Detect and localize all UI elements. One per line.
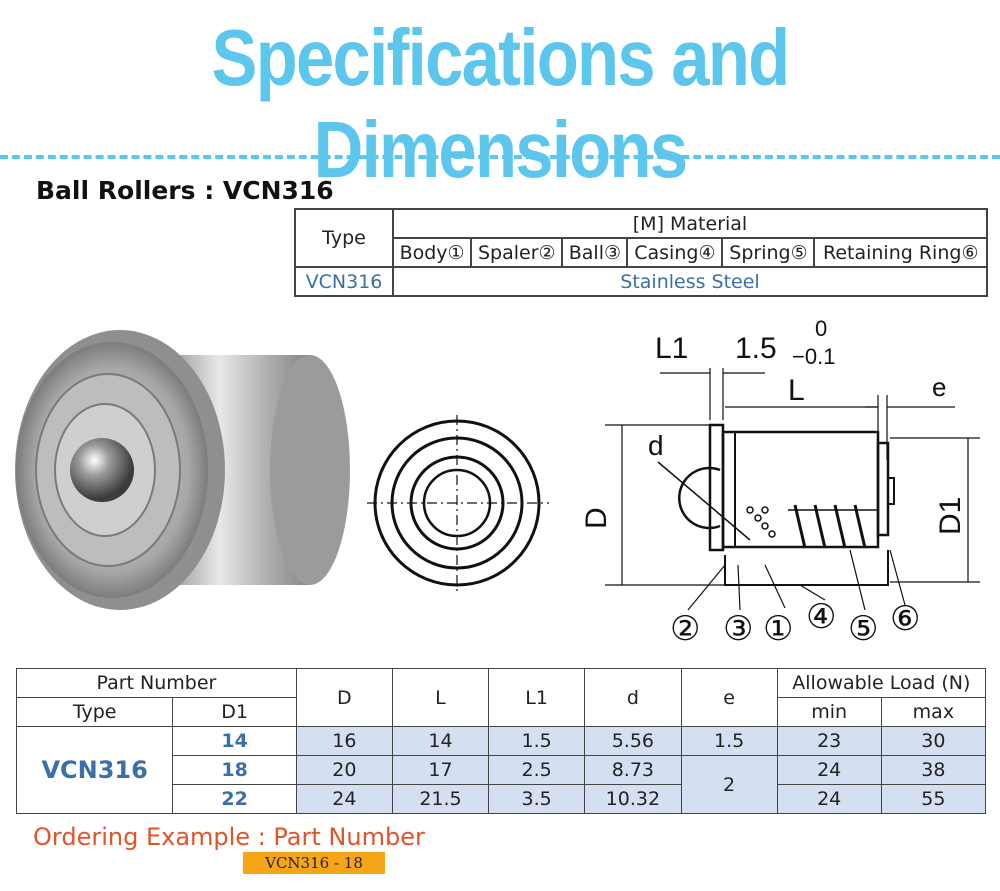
dim-tolerance-upper: 0 [815,316,827,341]
dim-l1: L1 [655,332,688,365]
type-value: VCN316 [15,726,174,814]
material-col-spring: Spring⑤ [721,237,816,268]
min-value: 24 [776,755,882,785]
dim-D: D [580,507,613,529]
callout-1: ① [763,610,793,648]
callout-4: ④ [806,598,836,636]
ordering-example-value: VCN316 - 18 [243,852,385,874]
side-section-drawing: L1 1.5 0 −0.1 L e d D D1 ② ③ ① ④ [580,316,980,648]
col-L1-header: L1 [488,668,586,727]
material-col-body: Body① [391,237,473,268]
D-value: 16 [295,726,393,756]
spec-table: Part Number D L L1 d e Allowable Load (N… [15,668,987,814]
title-divider [0,155,1000,159]
d1-value: 22 [172,784,297,814]
dim-tolerance-lower: −0.1 [792,344,835,369]
d-value: 5.56 [584,726,682,756]
col-D-header: D [295,668,393,727]
dim-D1: D1 [934,497,967,535]
max-header: max [880,697,987,727]
dim-tolerance-main: 1.5 [735,332,777,365]
type-header: Type [294,208,394,268]
material-col-ring: Retaining Ring⑥ [813,237,988,268]
dim-d: d [648,430,664,461]
callout-3: ③ [723,610,753,648]
dim-L: L [788,374,805,407]
min-header: min [776,697,882,727]
callout-2: ② [670,610,700,648]
e-value: 2 [680,755,778,814]
callout-5: ⑤ [848,610,878,648]
page-title: Specifications and Dimensions [211,13,791,194]
table-row: 18 20 17 2.5 8.73 2 24 38 [17,755,987,814]
material-header: [M] Material [392,208,988,239]
callout-6: ⑥ [890,600,920,638]
max-value: 38 [880,755,987,785]
col-d-header: d [584,668,682,727]
max-value: 30 [880,726,987,756]
material-col-spacer: Spaler② [470,237,564,268]
min-value: 23 [776,726,882,756]
e-value: 1.5 [680,726,778,756]
d1-value: 14 [172,726,297,756]
material-col-casing: Casing④ [626,237,724,268]
d-value: 8.73 [584,755,682,785]
d1-value: 18 [172,755,297,785]
load-header: Allowable Load (N) [776,668,987,698]
max-value: 55 [880,784,987,814]
material-row-type: VCN316 [294,266,394,297]
material-table: Type [M] Material Body① Spaler② Ball③ Ca… [294,208,988,297]
min-value: 24 [776,784,882,814]
L-value: 21.5 [391,784,490,814]
col-L-header: L [391,668,490,727]
type-header: Type [15,697,174,727]
table-row: 22 24 21.5 3.5 10.32 24 55 [17,784,987,814]
product-subtitle: Ball Rollers : VCN316 [36,176,334,205]
L1-value: 2.5 [488,755,586,785]
col-e-header: e [680,668,778,727]
ordering-example-label: Ordering Example : Part Number [33,823,425,851]
part-number-header: Part Number [16,668,297,698]
material-row-value: Stainless Steel [392,266,988,297]
L-value: 17 [391,755,490,785]
L1-value: 3.5 [488,784,586,814]
D-value: 24 [295,784,393,814]
table-row: VCN316 14 16 14 1.5 5.56 1.5 23 30 [15,726,987,814]
dim-e: e [932,372,946,402]
d1-header: D1 [172,697,297,727]
D-value: 20 [295,755,393,785]
front-view-drawing [367,415,549,592]
L1-value: 1.5 [488,726,586,756]
d-value: 10.32 [584,784,682,814]
material-col-ball: Ball③ [561,237,629,268]
product-photo [15,330,350,610]
L-value: 14 [391,726,490,756]
